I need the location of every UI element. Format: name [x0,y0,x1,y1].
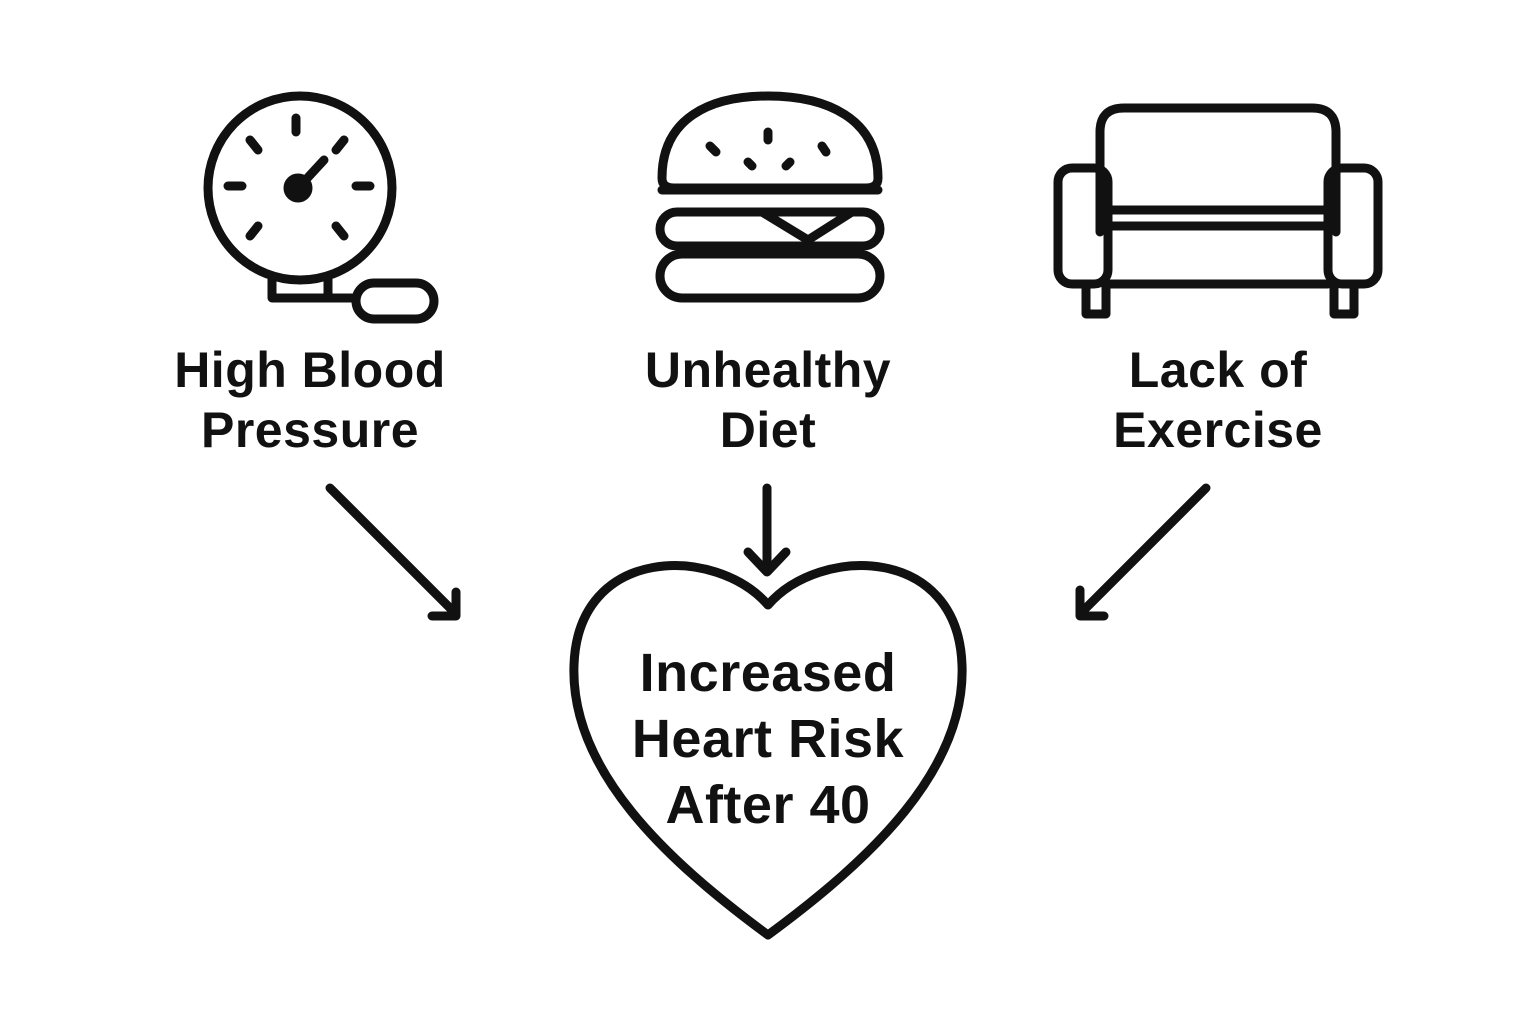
factor-label-line: Diet [719,402,817,458]
arrow-from-diet [743,483,791,577]
arrow-from-blood-pressure [325,483,461,621]
outcome-label-line: Increased [639,643,897,703]
factor-label-line: Pressure [200,402,420,458]
heart-icon [569,561,967,940]
arrow-from-exercise [1075,483,1211,621]
couch-icon [1053,103,1383,319]
factor-label-unhealthy-diet: Unhealthy Diet [568,340,968,460]
factor-label-line: Exercise [1113,402,1323,458]
factor-label-lack-of-exercise: Lack of Exercise [1018,340,1418,460]
outcome-label-line: After 40 [665,775,871,835]
factor-label-high-blood-pressure: High Blood Pressure [110,340,510,460]
outcome-label-line: Heart Risk [631,709,905,769]
factor-label-line: Lack of [1128,342,1308,398]
factor-label-line: Unhealthy [644,342,892,398]
outcome-label: Increased Heart Risk After 40 [568,640,968,838]
factor-label-line: High Blood [174,342,446,398]
blood-pressure-gauge-icon [203,91,439,324]
burger-icon [655,91,885,303]
